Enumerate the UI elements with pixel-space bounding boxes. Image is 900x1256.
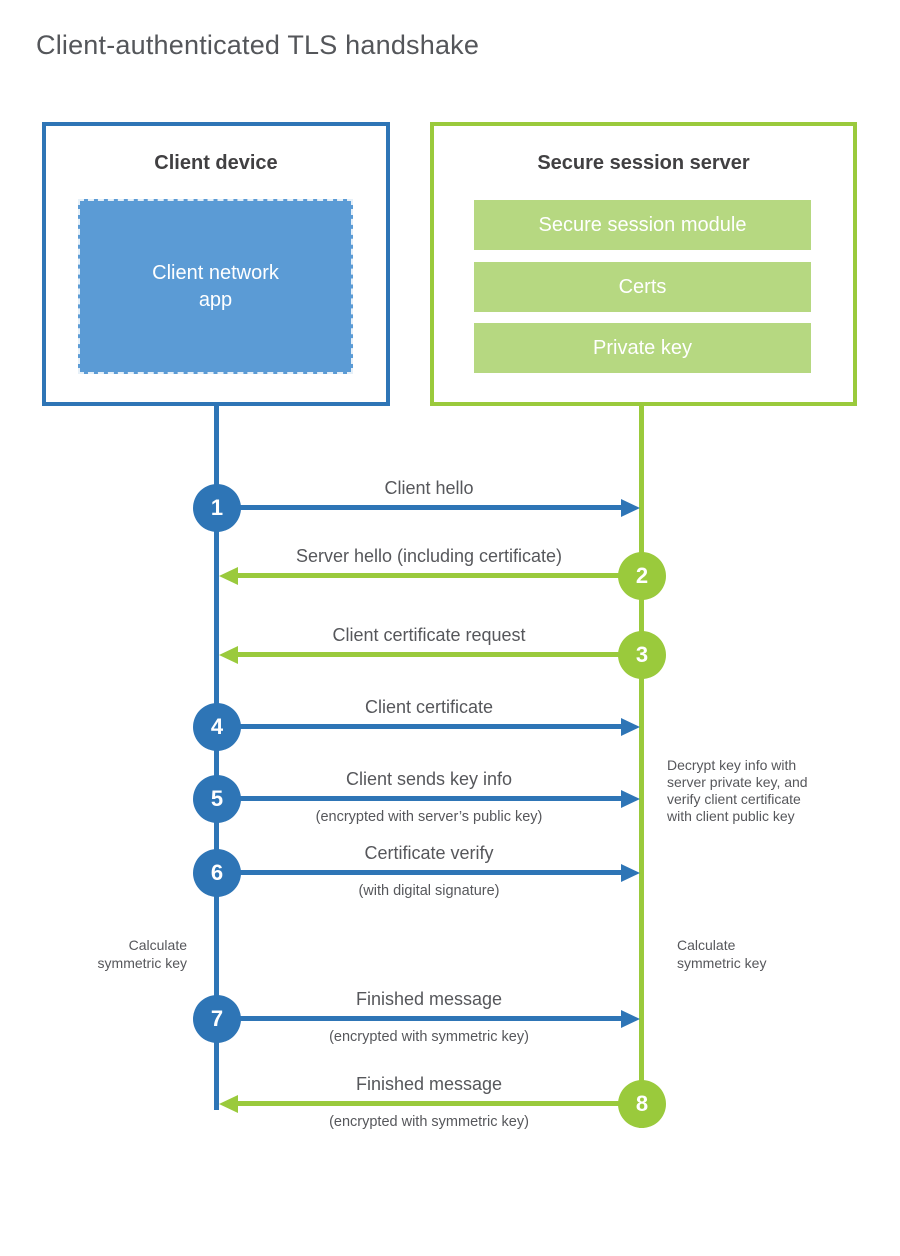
step-8-badge: 8 [618,1080,666,1128]
message-7-sublabel: (encrypted with symmetric key) [329,1029,529,1045]
client-lifeline [214,406,219,1110]
server-module-certs: Certs [474,262,811,312]
message-4-arrow-line [217,724,621,729]
message-4-label: Client certificate [364,697,494,717]
calculate-symmetric-key-note-client: Calculate symmetric key [37,936,187,972]
calc-right-line2: symmetric key [677,955,767,971]
message-5-sublabel: (encrypted with server’s public key) [315,809,543,825]
decrypt-note-line3: verify client certificate [667,791,801,807]
message-3-arrow-line [238,652,642,657]
message-1-arrow-line [217,505,621,510]
calc-right-line1: Calculate [677,937,736,953]
step-7-badge: 7 [193,995,241,1043]
message-5-label: Client sends key info [345,769,513,789]
message-8-sublabel: (encrypted with symmetric key) [329,1114,529,1130]
arrowhead-right-icon [621,790,640,808]
client-device-box: Client device Client network app [42,122,390,406]
client-device-title: Client device [154,152,278,174]
decrypt-key-info-note: Decrypt key info with server private key… [667,757,847,825]
arrowhead-left-icon [219,1095,238,1113]
calc-left-line1: Calculate [128,937,187,953]
message-7-label: Finished message [355,989,503,1009]
arrowhead-right-icon [621,1010,640,1028]
message-2-label: Server hello (including certificate) [295,546,563,566]
step-2-badge: 2 [618,552,666,600]
arrowhead-right-icon [621,864,640,882]
message-1-label: Client hello [384,478,474,498]
server-module-secure-session: Secure session module [474,200,811,250]
step-5-badge: 5 [193,775,241,823]
server-box-title: Secure session server [537,152,750,174]
secure-session-server-box: Secure session server Secure session mod… [430,122,857,406]
arrowhead-left-icon [219,567,238,585]
client-app-label-line2: app [198,288,233,311]
diagram-title: Client-authenticated TLS handshake [36,30,480,60]
server-module-private-key: Private key [474,323,811,373]
client-network-app-box: Client network app [78,199,353,374]
decrypt-note-line2: server private key, and [667,774,808,790]
step-6-badge: 6 [193,849,241,897]
message-3-label: Client certificate request [332,625,526,645]
message-2-arrow-line [238,573,642,578]
calculate-symmetric-key-note-server: Calculate symmetric key [677,936,827,972]
message-6-arrow-line [217,870,621,875]
step-1-badge: 1 [193,484,241,532]
arrowhead-right-icon [621,499,640,517]
calc-left-line2: symmetric key [97,955,187,971]
client-app-label-line1: Client network [152,261,279,284]
arrowhead-right-icon [621,718,640,736]
message-7-arrow-line [217,1016,621,1021]
arrowhead-left-icon [219,646,238,664]
message-8-arrow-line [238,1101,642,1106]
message-6-sublabel: (with digital signature) [358,883,500,899]
message-6-label: Certificate verify [364,843,494,863]
step-3-badge: 3 [618,631,666,679]
message-8-label: Finished message [355,1074,503,1094]
server-lifeline [639,406,644,1128]
decrypt-note-line4: with client public key [667,808,795,824]
message-5-arrow-line [217,796,621,801]
step-4-badge: 4 [193,703,241,751]
decrypt-note-line1: Decrypt key info with [667,757,797,773]
